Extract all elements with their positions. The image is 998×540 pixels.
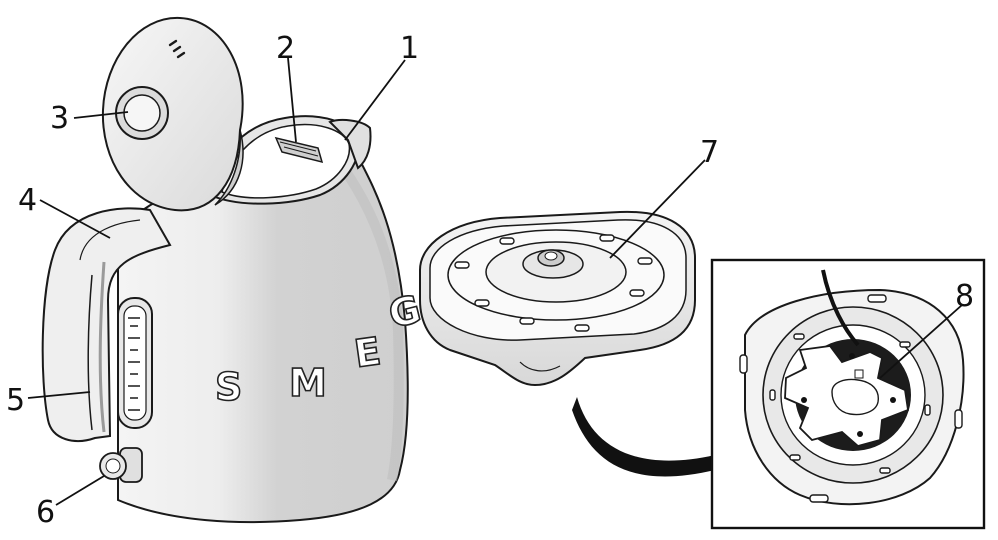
kettle-handle [41, 207, 172, 442]
leader-lines [27, 57, 963, 506]
callout-6: 6 [36, 495, 55, 530]
kettle: S M E G [41, 16, 426, 524]
brand-letter: G [384, 287, 425, 337]
callout-1: 1 [400, 31, 419, 66]
callout-7: 7 [700, 135, 719, 170]
callout-3: 3 [50, 101, 69, 136]
water-level-indicator [117, 297, 153, 429]
limescale-filter [274, 136, 324, 164]
base-underside-inset [710, 258, 986, 530]
brand-letter: S [215, 365, 242, 409]
power-switch [99, 447, 143, 483]
kettle-spout [328, 119, 372, 170]
power-base [419, 210, 696, 387]
brand-letter: E [352, 329, 384, 376]
callout-5: 5 [6, 383, 25, 418]
callout-4: 4 [18, 183, 37, 218]
callout-2: 2 [276, 31, 295, 66]
callout-8: 8 [955, 279, 974, 314]
cord-swoosh [572, 397, 715, 477]
brand-letter: M [289, 361, 327, 405]
kettle-lid [101, 16, 244, 212]
